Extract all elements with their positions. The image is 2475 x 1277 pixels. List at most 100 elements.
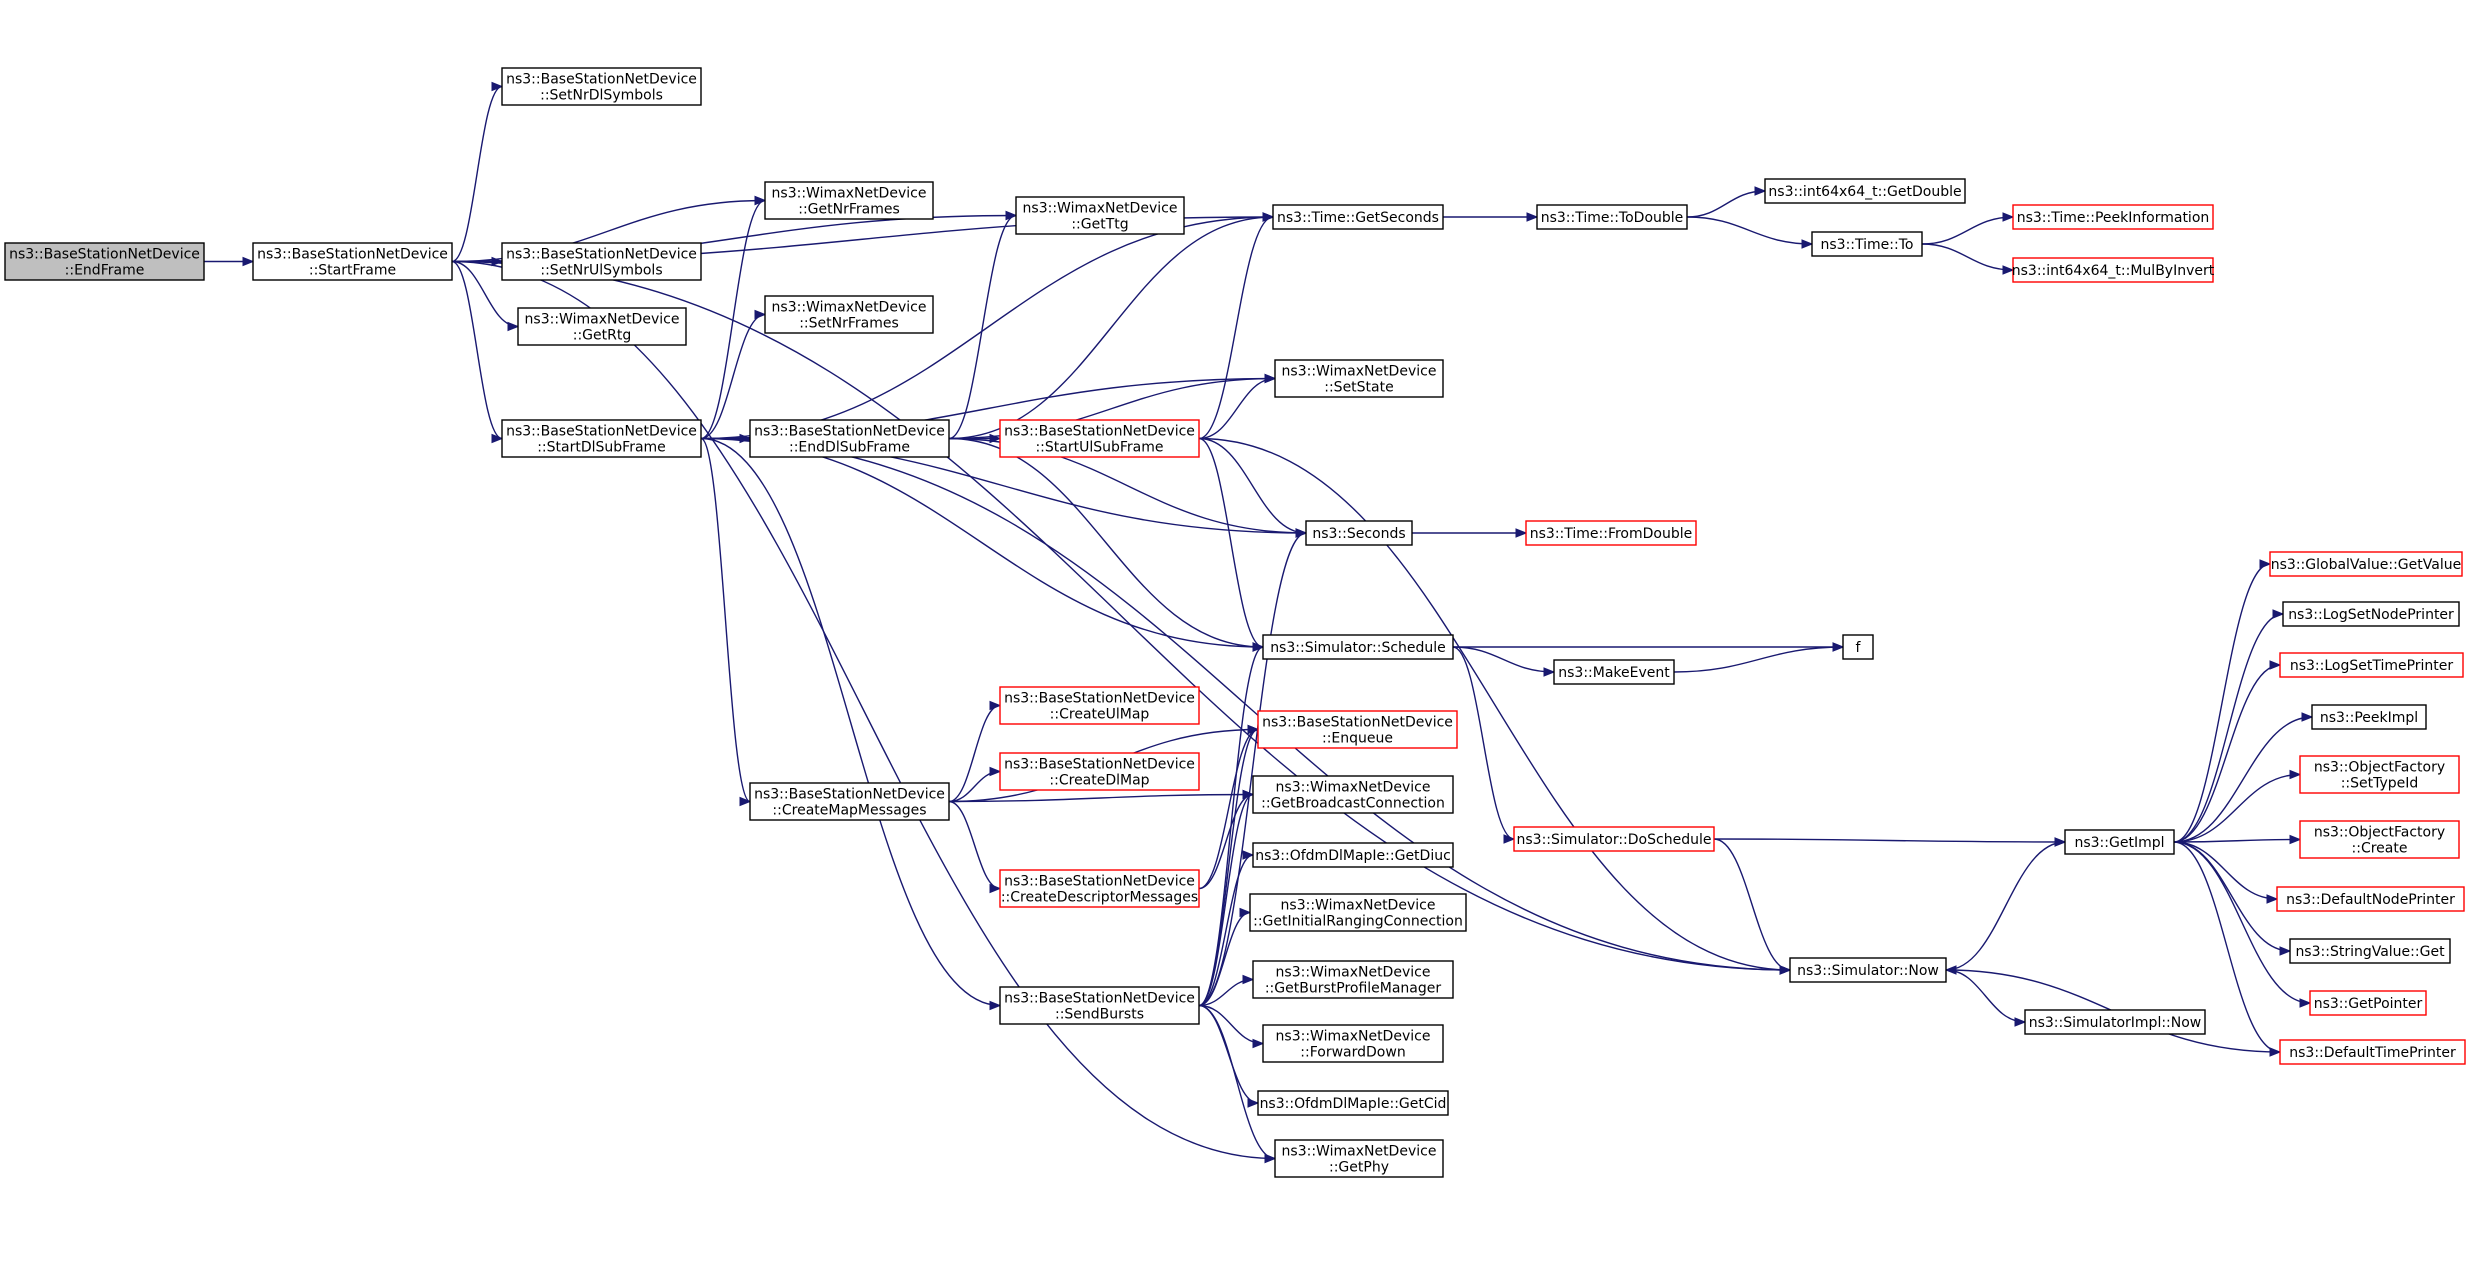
node-getimpl[interactable]: ns3::GetImpl (2064, 829, 2175, 855)
node-box[interactable] (1274, 359, 1444, 398)
node-box[interactable] (501, 419, 702, 458)
node-box[interactable] (1262, 1024, 1444, 1063)
node-box[interactable] (1252, 960, 1454, 999)
node-box[interactable] (1305, 520, 1413, 546)
node-box[interactable] (2024, 1009, 2206, 1035)
node-defnode[interactable]: ns3::DefaultNodePrinter (2276, 886, 2465, 912)
node-ofcreate[interactable]: ns3::ObjectFactory::Create (2299, 820, 2460, 859)
node-box[interactable] (1525, 520, 1697, 546)
node-gvgetvalue[interactable]: ns3::GlobalValue::GetValue (2269, 551, 2463, 577)
node-startframe[interactable]: ns3::BaseStationNetDevice::StartFrame (252, 242, 453, 281)
node-box[interactable] (2279, 1039, 2466, 1065)
node-to[interactable]: ns3::Time::To (1811, 231, 1923, 257)
node-enqueue[interactable]: ns3::BaseStationNetDevice::Enqueue (1257, 710, 1458, 749)
node-sendbursts[interactable]: ns3::BaseStationNetDevice::SendBursts (999, 986, 1200, 1025)
node-box[interactable] (1553, 659, 1675, 685)
node-getseconds[interactable]: ns3::Time::GetSeconds (1272, 204, 1444, 230)
node-enddl[interactable]: ns3::BaseStationNetDevice::EndDlSubFrame (749, 419, 950, 458)
node-box[interactable] (1272, 204, 1444, 230)
node-createdesc[interactable]: ns3::BaseStationNetDevice::CreateDescrip… (999, 869, 1200, 908)
node-getpointer[interactable]: ns3::GetPointer (2309, 990, 2427, 1016)
node-box[interactable] (999, 419, 1200, 458)
node-box[interactable] (2279, 652, 2464, 678)
node-box[interactable] (1252, 842, 1454, 868)
node-box[interactable] (1274, 1139, 1444, 1178)
node-box[interactable] (2064, 829, 2175, 855)
node-peekinfo[interactable]: ns3::Time::PeekInformation (2012, 204, 2214, 230)
node-logtime[interactable]: ns3::LogSetTimePrinter (2279, 652, 2464, 678)
node-box[interactable] (4, 242, 205, 281)
node-box[interactable] (1262, 634, 1454, 660)
node-setnrdlsym[interactable]: ns3::BaseStationNetDevice::SetNrDlSymbol… (501, 67, 702, 106)
node-setstate[interactable]: ns3::WimaxNetDevice::SetState (1274, 359, 1444, 398)
node-ofsettype[interactable]: ns3::ObjectFactory::SetTypeId (2299, 755, 2460, 794)
node-box[interactable] (2276, 886, 2465, 912)
node-getrtg[interactable]: ns3::WimaxNetDevice::GetRtg (517, 307, 687, 346)
node-box[interactable] (1842, 634, 1874, 660)
node-getnrframes[interactable]: ns3::WimaxNetDevice::GetNrFrames (764, 181, 934, 220)
node-box[interactable] (1789, 957, 1947, 983)
node-getranging[interactable]: ns3::WimaxNetDevice::GetInitialRangingCo… (1249, 893, 1467, 932)
node-box[interactable] (2012, 257, 2214, 283)
node-strget[interactable]: ns3::StringValue::Get (2289, 938, 2451, 964)
node-box[interactable] (2282, 601, 2460, 627)
node-box[interactable] (2299, 755, 2460, 794)
node-box[interactable] (1513, 826, 1715, 852)
node-box[interactable] (2309, 990, 2427, 1016)
node-todouble[interactable]: ns3::Time::ToDouble (1536, 204, 1688, 230)
node-box[interactable] (1257, 1090, 1449, 1116)
node-box[interactable] (999, 752, 1200, 791)
node-f[interactable]: f (1842, 634, 1874, 660)
node-startdl[interactable]: ns3::BaseStationNetDevice::StartDlSubFra… (501, 419, 702, 458)
node-box[interactable] (2012, 204, 2214, 230)
node-getburst[interactable]: ns3::WimaxNetDevice::GetBurstProfileMana… (1252, 960, 1454, 999)
node-box[interactable] (1811, 231, 1923, 257)
node-forwarddown[interactable]: ns3::WimaxNetDevice::ForwardDown (1262, 1024, 1444, 1063)
node-getcid[interactable]: ns3::OfdmDlMapIe::GetCid (1257, 1090, 1449, 1116)
node-box[interactable] (2299, 820, 2460, 859)
node-box[interactable] (749, 419, 950, 458)
node-makeevent[interactable]: ns3::MakeEvent (1553, 659, 1675, 685)
node-getphy[interactable]: ns3::WimaxNetDevice::GetPhy (1274, 1139, 1444, 1178)
node-getdiuc[interactable]: ns3::OfdmDlMapIe::GetDiuc (1252, 842, 1454, 868)
node-simimplnow[interactable]: ns3::SimulatorImpl::Now (2024, 1009, 2206, 1035)
node-doschedule[interactable]: ns3::Simulator::DoSchedule (1513, 826, 1715, 852)
node-deftime[interactable]: ns3::DefaultTimePrinter (2279, 1039, 2466, 1065)
node-box[interactable] (764, 181, 934, 220)
node-box[interactable] (1015, 196, 1185, 235)
node-box[interactable] (1257, 710, 1458, 749)
node-setnrframes[interactable]: ns3::WimaxNetDevice::SetNrFrames (764, 295, 934, 334)
node-lognode[interactable]: ns3::LogSetNodePrinter (2282, 601, 2460, 627)
node-box[interactable] (999, 869, 1200, 908)
node-box[interactable] (2311, 704, 2427, 730)
node-box[interactable] (252, 242, 453, 281)
node-endframe[interactable]: ns3::BaseStationNetDevice::EndFrame (4, 242, 205, 281)
node-mulbyinvert[interactable]: ns3::int64x64_t::MulByInvert (2012, 257, 2215, 283)
node-now[interactable]: ns3::Simulator::Now (1789, 957, 1947, 983)
node-box[interactable] (501, 242, 702, 281)
node-box[interactable] (501, 67, 702, 106)
node-createdl[interactable]: ns3::BaseStationNetDevice::CreateDlMap (999, 752, 1200, 791)
node-createul[interactable]: ns3::BaseStationNetDevice::CreateUlMap (999, 686, 1200, 725)
node-peekimpl[interactable]: ns3::PeekImpl (2311, 704, 2427, 730)
node-box[interactable] (2289, 938, 2451, 964)
node-seconds[interactable]: ns3::Seconds (1305, 520, 1413, 546)
node-box[interactable] (517, 307, 687, 346)
node-getttg[interactable]: ns3::WimaxNetDevice::GetTtg (1015, 196, 1185, 235)
node-box[interactable] (764, 295, 934, 334)
node-fromdouble[interactable]: ns3::Time::FromDouble (1525, 520, 1697, 546)
node-setnrulsym[interactable]: ns3::BaseStationNetDevice::SetNrUlSymbol… (501, 242, 702, 281)
node-startul[interactable]: ns3::BaseStationNetDevice::StartUlSubFra… (999, 419, 1200, 458)
node-box[interactable] (1252, 775, 1454, 814)
node-box[interactable] (999, 986, 1200, 1025)
node-getbcast[interactable]: ns3::WimaxNetDevice::GetBroadcastConnect… (1252, 775, 1454, 814)
node-schedule[interactable]: ns3::Simulator::Schedule (1262, 634, 1454, 660)
node-box[interactable] (999, 686, 1200, 725)
node-box[interactable] (1764, 178, 1966, 204)
node-box[interactable] (1249, 893, 1467, 932)
node-box[interactable] (1536, 204, 1688, 230)
node-box[interactable] (749, 782, 950, 821)
node-createmap[interactable]: ns3::BaseStationNetDevice::CreateMapMess… (749, 782, 950, 821)
node-box[interactable] (2269, 551, 2463, 577)
node-getdouble[interactable]: ns3::int64x64_t::GetDouble (1764, 178, 1966, 204)
